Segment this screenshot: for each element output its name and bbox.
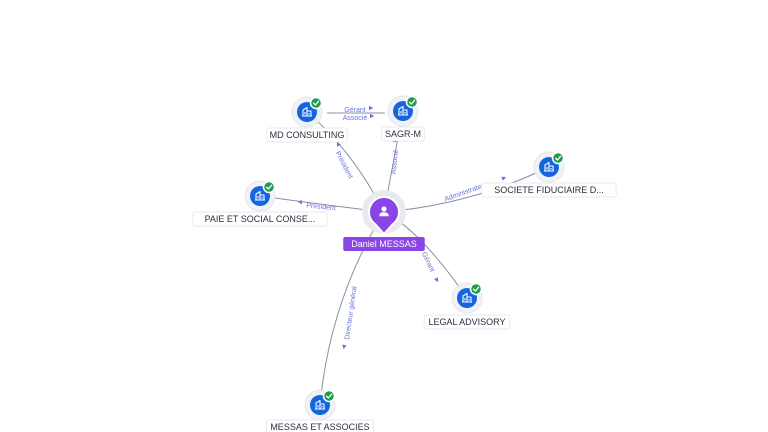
person-icon xyxy=(379,206,389,217)
relation-label: Président xyxy=(306,202,336,212)
company-name: LEGAL ADVISORY xyxy=(428,317,505,327)
building-icon xyxy=(462,292,472,303)
relation-label: Associé xyxy=(391,149,401,174)
building-icon xyxy=(315,399,325,410)
relation-label: Gérant xyxy=(344,107,365,114)
relation-label: Associé xyxy=(343,115,368,122)
building-icon xyxy=(544,161,554,172)
company-name: MD CONSULTING xyxy=(270,130,345,140)
company-node-md[interactable]: MD CONSULTING xyxy=(266,96,348,143)
verified-check-icon xyxy=(405,95,419,109)
relation-label: Directeur général xyxy=(344,286,358,341)
center-person-node[interactable]: Daniel MESSAS xyxy=(343,190,425,251)
company-label-box xyxy=(192,211,328,227)
company-node-sfd[interactable]: SOCIETE FIDUCIAIRE D... xyxy=(481,151,617,198)
verified-check-icon xyxy=(322,389,336,403)
company-name: MESSAS ET ASSOCIES xyxy=(270,422,369,432)
relation-edge: Associé xyxy=(343,113,375,122)
verified-check-icon xyxy=(469,282,483,296)
building-icon xyxy=(255,190,265,201)
company-node-paie[interactable]: PAIE ET SOCIAL CONSE... xyxy=(192,180,328,227)
arrow-icon xyxy=(501,176,507,181)
company-label-box xyxy=(381,126,425,142)
person-name: Daniel MESSAS xyxy=(351,239,417,249)
company-name: SAGR-M xyxy=(385,129,421,139)
building-icon xyxy=(302,106,312,117)
arrow-icon xyxy=(342,344,347,350)
arrow-icon xyxy=(434,277,439,282)
arrow-icon xyxy=(336,142,341,147)
center-label-box xyxy=(343,237,425,251)
company-label-box xyxy=(481,182,617,198)
company-name: PAIE ET SOCIAL CONSE... xyxy=(205,214,316,224)
arrow-icon xyxy=(370,113,375,119)
arrow-icon xyxy=(369,105,374,111)
company-label-box xyxy=(266,419,374,432)
verified-check-icon xyxy=(551,151,565,165)
company-name: SOCIETE FIDUCIAIRE D... xyxy=(494,185,604,195)
company-node-messas[interactable]: MESSAS ET ASSOCIES xyxy=(266,389,374,432)
company-node-sagr[interactable]: SAGR-M xyxy=(381,95,425,142)
company-label-box xyxy=(266,127,348,143)
company-label-box xyxy=(423,314,511,330)
building-icon xyxy=(398,105,408,116)
arrow-icon xyxy=(297,200,303,205)
verified-check-icon xyxy=(309,96,323,110)
graph-nodes: MD CONSULTING SAGR-M SOCIETE FIDUCIAIRE D.… xyxy=(192,95,617,432)
relation-edge: Gérant xyxy=(327,105,385,114)
relation-label: Président xyxy=(334,150,354,179)
relation-line xyxy=(319,211,385,406)
verified-check-icon xyxy=(262,180,276,194)
company-node-legal[interactable]: LEGAL ADVISORY xyxy=(423,282,511,330)
